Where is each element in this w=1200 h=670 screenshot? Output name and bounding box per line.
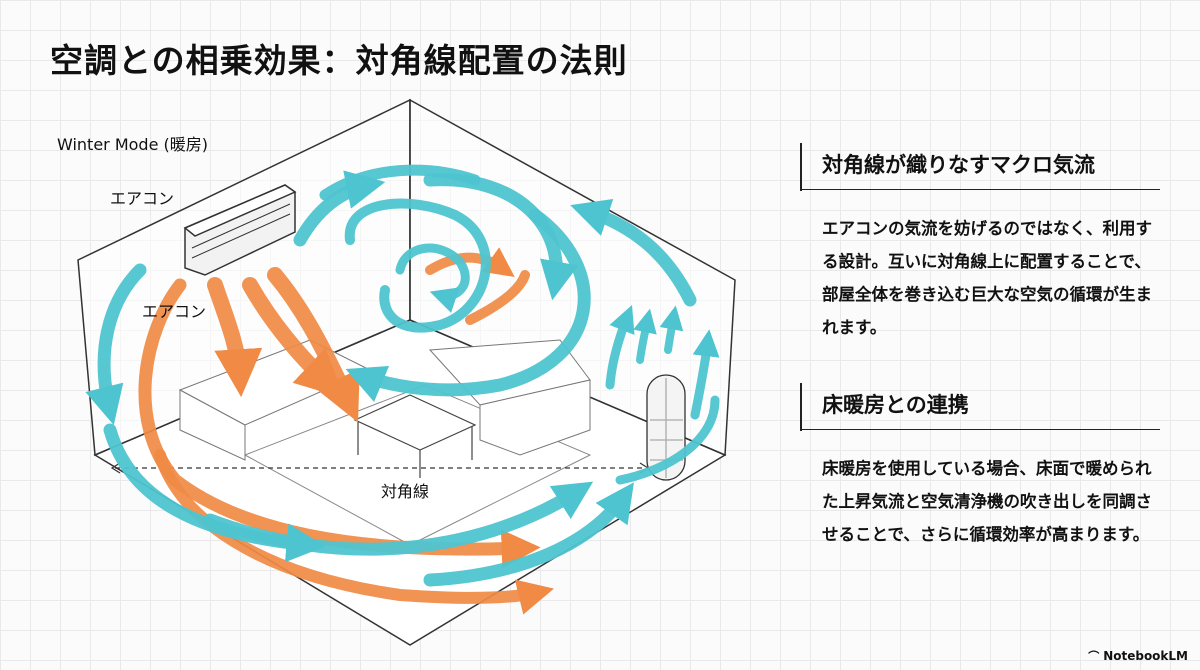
coffee-table [353, 394, 477, 490]
notebooklm-icon: ⌒ [1088, 650, 1100, 663]
section-floor-heating: 床暖房との連携 床暖房を使用している場合、床面で暖められた上昇気流と空気清浄機の… [800, 383, 1160, 551]
air-conditioner [183, 184, 297, 276]
section-macro-airflow: 対角線が織りなすマクロ気流 エアコンの気流を妨げるのではなく、利用する設計。互い… [800, 143, 1160, 344]
section-heading: 対角線が織りなすマクロ気流 [800, 143, 1160, 191]
brand-badge: ⌒ NotebookLM [1088, 648, 1188, 664]
mode-label: Winter Mode (暖房) [57, 135, 209, 154]
section-body: 床暖房を使用している場合、床面で暖められた上昇気流と空気清浄機の吹き出しを同調さ… [822, 459, 1152, 544]
ac-airflow-label: エアコン [142, 302, 207, 321]
ac-label: エアコン [110, 189, 175, 208]
brand-name: NotebookLM [1103, 649, 1188, 663]
rug [243, 384, 592, 546]
section-body: エアコンの気流を妨げるのではなく、利用する設計。互いに対角線上に配置することで、… [822, 219, 1152, 337]
diagonal-label: 対角線 [378, 478, 433, 502]
section-heading: 床暖房との連携 [800, 383, 1160, 431]
cool-airflow [85, 164, 720, 587]
page-title: 空調との相乗効果：対角線配置の法則 [50, 41, 628, 80]
